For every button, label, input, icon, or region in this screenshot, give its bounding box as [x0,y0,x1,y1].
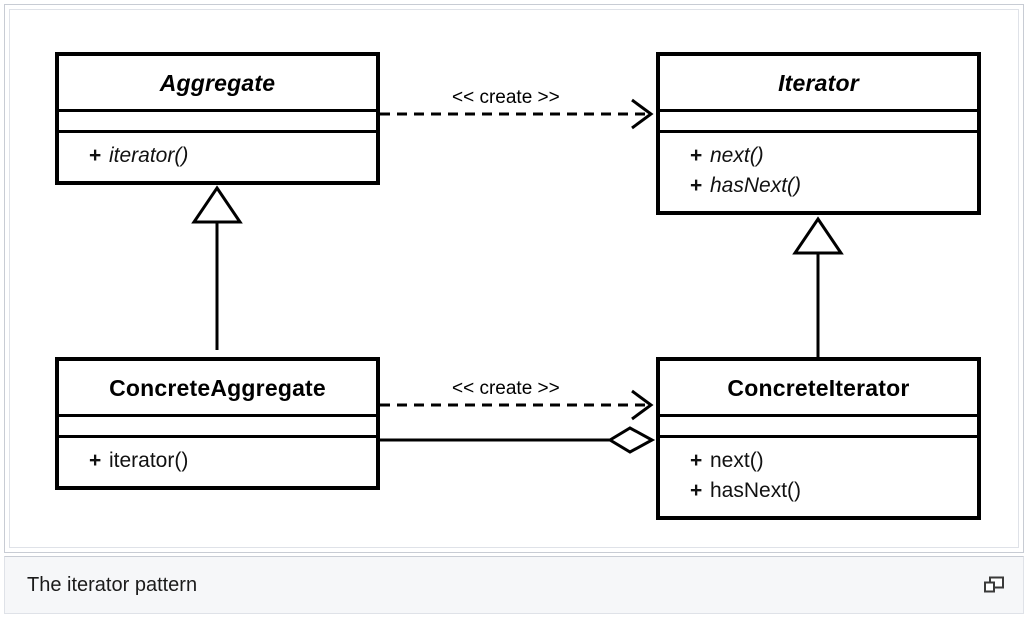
edge-label-create-top: << create >> [452,87,560,108]
connector-aggregation[interactable] [380,426,656,454]
visibility-marker: + [690,449,703,472]
diagram-canvas[interactable]: << create >> << create >> Aggregate + ite… [0,0,1028,553]
uml-operation: + next() [660,446,977,476]
expand-windows-icon[interactable] [983,574,1005,596]
caption-bar: The iterator pattern [4,556,1024,614]
uml-operation: + next() [660,141,977,171]
uml-attributes-compartment [660,417,977,435]
uml-separator [660,109,977,112]
edge-label-create-bottom: << create >> [452,378,560,399]
uml-separator [59,435,376,438]
connector-generalization-left[interactable] [191,185,243,350]
operation-name: iterator() [109,449,189,472]
uml-class-title-iterator: Iterator [778,70,859,96]
uml-operation: + iterator() [59,446,376,476]
operation-name: next() [710,144,764,167]
connector-layer [191,98,844,454]
visibility-marker: + [690,478,703,502]
uml-class-concrete-aggregate[interactable]: ConcreteAggregate + iterator() [55,357,380,490]
connector-generalization-right[interactable] [792,216,844,357]
uml-separator [660,414,977,417]
uml-attributes-compartment [59,112,376,130]
operation-name: hasNext() [710,478,802,502]
uml-separator [59,414,376,417]
uml-operations-compartment: + next() + hasNext() [660,438,977,516]
uml-class-iterator[interactable]: Iterator + next() + hasNext() [656,52,981,215]
visibility-marker: + [690,173,703,197]
uml-separator [59,109,376,112]
operation-name: hasNext() [710,173,802,197]
caption-text: The iterator pattern [27,574,198,596]
uml-class-title-concrete-iterator: ConcreteIterator [727,375,910,401]
uml-operations-compartment: + iterator() [59,133,376,181]
uml-operation: + hasNext() [660,476,977,506]
uml-class-title-concrete-aggregate: ConcreteAggregate [109,375,326,401]
uml-class-concrete-iterator[interactable]: ConcreteIterator + next() + hasNext() [656,357,981,520]
uml-attributes-compartment [660,112,977,130]
uml-operations-compartment: + next() + hasNext() [660,133,977,211]
uml-separator [59,130,376,133]
visibility-marker: + [690,144,703,167]
visibility-marker: + [89,449,102,472]
uml-class-title-aggregate: Aggregate [159,70,276,96]
operation-name: next() [710,449,764,472]
uml-operation: + hasNext() [660,171,977,201]
uml-operation: + iterator() [59,141,376,171]
uml-separator [660,130,977,133]
uml-attributes-compartment [59,417,376,435]
uml-operations-compartment: + iterator() [59,438,376,486]
operation-name: iterator() [109,144,189,167]
connector-create-top[interactable] [380,98,654,130]
uml-separator [660,435,977,438]
uml-class-aggregate[interactable]: Aggregate + iterator() [55,52,380,185]
visibility-marker: + [89,144,102,167]
connector-create-bottom[interactable] [380,389,654,421]
